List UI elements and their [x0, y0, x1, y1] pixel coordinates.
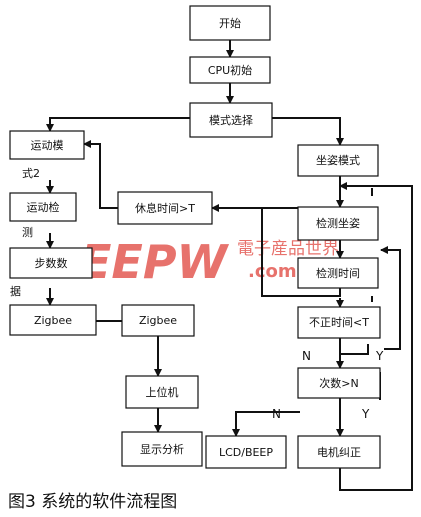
- edge-mode-motion: [46, 117, 190, 132]
- node-motion-detect: 运动检: [9, 192, 77, 222]
- node-bad-time-label: 不正时间<T: [309, 316, 369, 329]
- watermark-brand: EEPW: [80, 235, 230, 289]
- label-y-count: Y: [361, 407, 370, 421]
- node-host: 上位机: [125, 375, 199, 409]
- node-count-label: 次数>N: [319, 376, 358, 390]
- node-lcd-beep-label: LCD/BEEP: [219, 446, 273, 459]
- node-steps-label: 步数数: [35, 257, 68, 270]
- motion-detect-continuation: 测: [22, 226, 33, 239]
- edge-time-rest: [261, 208, 341, 297]
- edge-motor-loop: [339, 182, 413, 491]
- node-motion-detect-label: 运动检: [27, 200, 60, 214]
- edge-mode-sit: [272, 117, 344, 146]
- node-bad-time: 不正时间<T: [297, 306, 381, 339]
- steps-continuation: 据: [10, 284, 21, 298]
- edge-bad-n-tail: [340, 344, 369, 355]
- node-host-label: 上位机: [146, 385, 179, 399]
- label-n-bad-time: N: [302, 349, 311, 363]
- node-zigbee-left-label: Zigbee: [34, 314, 72, 327]
- node-cpu-init: CPU初始: [189, 56, 271, 84]
- node-steps: 步数数: [9, 247, 93, 279]
- nodes: 开始 CPU初始 模式选择 运动模 运动检 步数数 Zigbee Zigbee: [9, 5, 381, 469]
- node-mode-select: 模式选择: [189, 102, 273, 138]
- edge-count-lcd: [232, 411, 300, 437]
- node-motion-mode: 运动模: [9, 130, 85, 160]
- decision-labels: N Y N Y: [272, 349, 384, 421]
- figure-caption: 图3 系统的软件流程图: [8, 492, 177, 512]
- node-mode-select-label: 模式选择: [209, 113, 253, 127]
- node-rest-time-label: 休息时间>T: [135, 201, 195, 215]
- node-detect-posture: 检测坐姿: [297, 206, 379, 241]
- node-motor-label: 电机纠正: [317, 445, 361, 459]
- node-lcd-beep: LCD/BEEP: [205, 435, 287, 469]
- edge-rest-motion: [83, 140, 118, 209]
- node-zigbee-mid-label: Zigbee: [139, 314, 177, 327]
- node-detect-time-label: 检测时间: [316, 266, 360, 280]
- watermark-cn: 電子産品世界: [237, 239, 339, 259]
- node-count: 次数>N: [297, 367, 381, 399]
- edge-sit-rest: [211, 204, 301, 222]
- edge-bad-y-loop: [380, 246, 401, 350]
- node-rest-time: 休息时间>T: [117, 191, 213, 225]
- node-motion-mode-label: 运动模: [31, 139, 64, 152]
- node-sit-mode-label: 坐姿模式: [316, 154, 360, 167]
- node-display-label: 显示分析: [140, 442, 184, 456]
- label-y-bad-time: Y: [375, 349, 384, 363]
- label-n-count: N: [272, 407, 281, 421]
- node-zigbee-mid: Zigbee: [121, 304, 195, 337]
- node-display: 显示分析: [121, 431, 203, 467]
- overflow-text: 式2 测 据: [10, 167, 40, 298]
- node-start-label: 开始: [219, 16, 241, 30]
- node-zigbee-left: Zigbee: [9, 304, 97, 336]
- node-motor: 电机纠正: [297, 435, 381, 469]
- motion-mode-continuation: 式2: [22, 167, 40, 180]
- node-detect-time: 检测时间: [297, 257, 379, 289]
- node-cpu-init-label: CPU初始: [208, 63, 252, 77]
- node-detect-posture-label: 检测坐姿: [316, 216, 360, 230]
- node-sit-mode: 坐姿模式: [297, 144, 379, 177]
- node-start: 开始: [189, 5, 271, 41]
